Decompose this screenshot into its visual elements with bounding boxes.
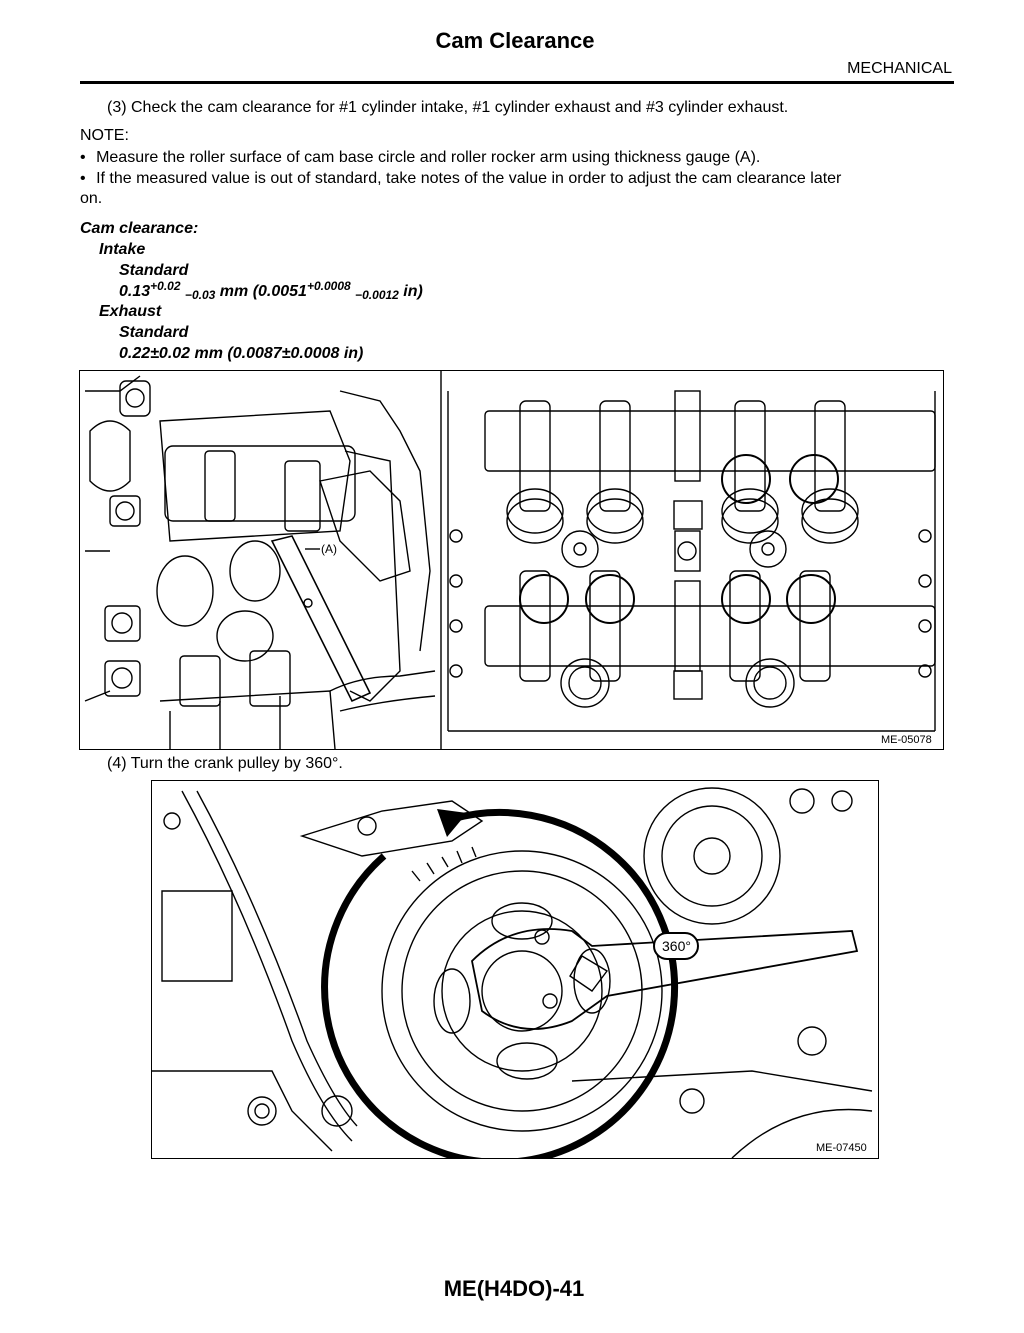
figure-code-1: ME-05078 bbox=[880, 734, 933, 746]
intake-in-plus-tol: +0.0008 bbox=[306, 279, 351, 293]
bullet-symbol: • bbox=[80, 170, 86, 187]
step-4-text: (4) Turn the crank pulley by 360°. bbox=[107, 755, 343, 772]
figure-crank-pulley-drawing bbox=[152, 787, 873, 1158]
spec-intake-label: Intake bbox=[99, 241, 146, 258]
spec-exhaust-label: Exhaust bbox=[99, 303, 162, 320]
intake-in-unit: in) bbox=[398, 283, 423, 300]
spec-exhaust-value: 0.22±0.02 mm (0.0087±0.0008 in) bbox=[119, 345, 364, 362]
intake-plus-tol: +0.02 bbox=[150, 279, 181, 293]
page-title: Cam Clearance bbox=[435, 28, 595, 53]
intake-minus-tol: −0.03 bbox=[184, 288, 216, 302]
note-bullet-1: • Measure the roller surface of cam base… bbox=[80, 148, 760, 168]
note-bullet-2-text: If the measured value is out of standard… bbox=[96, 170, 842, 187]
bullet-symbol: • bbox=[80, 149, 86, 166]
page-footer: ME(H4DO)-41 bbox=[443, 1276, 585, 1301]
spec-exhaust-standard-label: Standard bbox=[119, 324, 189, 341]
intake-base-value: 0.13 bbox=[119, 283, 151, 300]
section-label: MECHANICAL bbox=[847, 60, 952, 77]
figure-code-2: ME-07450 bbox=[815, 1142, 868, 1154]
figure-crank-pulley: 360° ME-07450 bbox=[151, 780, 879, 1159]
figure-callout-a: (A) bbox=[321, 542, 337, 556]
header-rule bbox=[80, 81, 954, 84]
step-3-text: (3) Check the cam clearance for #1 cylin… bbox=[107, 99, 789, 116]
note-bullet-2-continuation: on. bbox=[80, 190, 103, 207]
rotation-angle-label: 360° bbox=[662, 938, 691, 954]
intake-mm-unit: mm (0.0051 bbox=[215, 283, 307, 300]
spec-intake-standard-label: Standard bbox=[119, 262, 189, 279]
figure-cam-clearance-drawing bbox=[84, 371, 936, 749]
note-bullet-1-text: Measure the roller surface of cam base c… bbox=[96, 149, 761, 166]
spec-intake-value: 0.13+0.02 −0.03 mm (0.0051+0.0008 −0.001… bbox=[119, 279, 423, 302]
note-label: NOTE: bbox=[80, 127, 129, 144]
spec-heading: Cam clearance: bbox=[80, 220, 199, 237]
intake-in-minus-tol: −0.0012 bbox=[355, 288, 399, 302]
figure-cam-clearance: (A) ME-05078 bbox=[79, 370, 944, 750]
note-bullet-2: • If the measured value is out of standa… bbox=[80, 169, 960, 189]
